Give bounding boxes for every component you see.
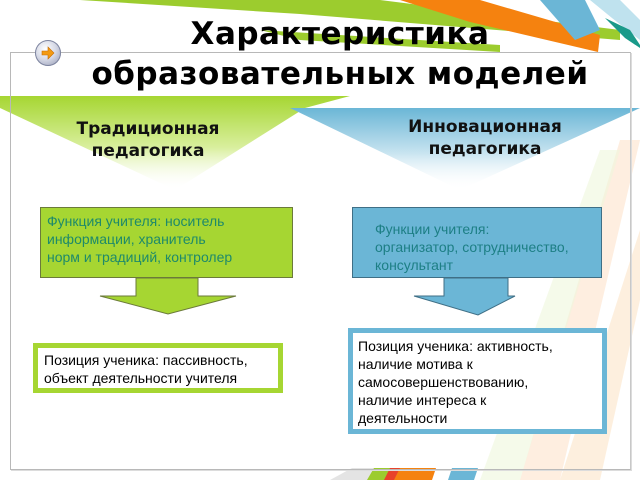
text-line: Позиция ученика: пассивность, — [44, 352, 248, 368]
text-line: объект деятельности учителя — [44, 370, 238, 386]
slide-title: Характеристика образовательных моделей — [60, 14, 620, 94]
text-line: Функции учителя: — [375, 221, 490, 237]
heading-line-2: педагогика — [428, 139, 542, 159]
innovative-pedagogy-heading: Инновационная педагогика — [360, 116, 610, 160]
text-line: норм и традиций, контролер — [47, 249, 233, 265]
text-line: деятельности — [358, 410, 448, 426]
title-line-2: образовательных моделей — [91, 56, 589, 92]
text-line: наличие мотива к — [358, 356, 473, 372]
traditional-teacher-function-box: Функция учителя: носитель информации, хр… — [40, 207, 293, 278]
traditional-student-position-box: Позиция ученика: пассивность, объект дея… — [33, 343, 283, 393]
traditional-pedagogy-heading: Традиционная педагогика — [48, 118, 248, 162]
frame-connector — [10, 52, 34, 53]
text-line: Позиция ученика: активность, — [358, 338, 553, 354]
heading-line-2: педагогика — [91, 141, 205, 161]
arrow-right-bullet-icon[interactable] — [35, 40, 61, 66]
text-line: Функция учителя: носитель — [47, 213, 225, 229]
text-line: организатор, сотрудничество, — [375, 239, 569, 255]
text-line: наличие интереса к — [358, 392, 487, 408]
heading-line-1: Традиционная — [76, 119, 220, 139]
text-line: самосовершенствованию, — [358, 374, 529, 390]
heading-line-1: Инновационная — [408, 117, 562, 137]
text-line: консультант — [375, 257, 454, 273]
slide-content-frame — [10, 52, 631, 470]
text-line: информации, хранитель — [47, 231, 206, 247]
innovative-student-position-box: Позиция ученика: активность, наличие мот… — [348, 328, 607, 434]
title-line-1: Характеристика — [190, 16, 490, 52]
innovative-teacher-function-box: Функции учителя: организатор, сотрудниче… — [352, 207, 602, 278]
